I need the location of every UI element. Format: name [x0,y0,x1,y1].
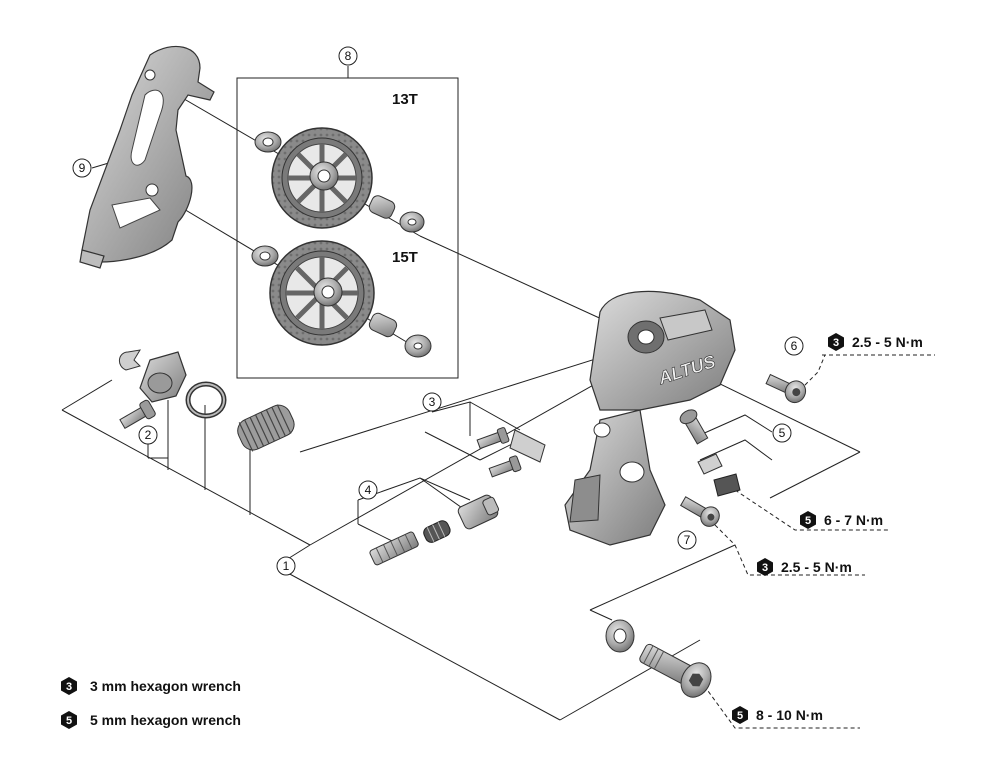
torque-tool-size: 3 [833,337,839,349]
torque-value: 2.5 - 5 N·m [852,334,923,350]
callout-7: 7 [677,530,697,550]
legend-tool-size: 5 [66,715,72,727]
guide-pulley-assembly [251,127,432,358]
torque-value: 2.5 - 5 N·m [781,559,852,575]
torque-spec-3: 3 2.5 - 5 N·m [757,558,852,576]
hex-wrench-icon [61,711,77,729]
callout-7-label: 7 [684,533,691,547]
callout-1: 1 [276,556,296,576]
mounting-bolt [605,619,712,698]
legend-tool-size: 3 [66,681,72,693]
hex-wrench-icon [732,706,748,724]
inner-plate-part [79,45,215,269]
derailleur-body: ALTUS [509,290,736,546]
hex-wrench-icon [828,333,844,351]
torque-value: 6 - 7 N·m [824,512,883,528]
callout-1-label: 1 [283,559,290,573]
callout-2-label: 2 [145,428,152,442]
pulley-kit-frame [236,77,459,379]
torque-tool-size: 3 [762,562,768,574]
callout-8: 8 [338,46,358,66]
legend-label: 3 mm hexagon wrench [90,678,241,694]
upper-pulley-teeth-label: 13T [392,91,418,108]
torque-leaders [699,354,935,729]
callout-2: 2 [138,425,158,445]
cable-adjuster [369,494,500,566]
legend-label: 5 mm hexagon wrench [90,712,241,728]
torque-spec-2: 5 6 - 7 N·m [800,511,883,529]
mounting-screw-7 [679,496,720,527]
torque-spec-1: 3 2.5 - 5 N·m [828,333,923,351]
callout-5: 5 [772,423,792,443]
legend: 3 3 mm hexagon wrench 5 5 mm hexagon wre… [61,677,241,729]
hex-wrench-icon [757,558,773,576]
torque-spec-4: 5 8 - 10 N·m [732,706,823,724]
lower-pulley-teeth-label: 15T [392,249,418,266]
callout-6: 6 [784,336,804,356]
hex-wrench-icon [61,677,77,695]
torque-tool-size: 5 [737,710,743,722]
legend-item-3mm: 3 3 mm hexagon wrench [61,677,241,695]
callout-3: 3 [422,392,442,412]
callout-4-label: 4 [365,483,372,497]
mounting-screw-6 [765,373,807,404]
cable-fixing-bolt [679,409,741,497]
hex-wrench-icon [800,511,816,529]
callout-9: 9 [72,158,92,178]
callout-4: 4 [358,480,378,500]
b-axle-parts [119,349,295,452]
torque-value: 8 - 10 N·m [756,707,823,723]
torque-tool-size: 5 [805,515,811,527]
adjust-screws [476,427,522,478]
callout-6-label: 6 [791,339,798,353]
callout-3-label: 3 [429,395,436,409]
callout-9-label: 9 [79,161,86,175]
legend-item-5mm: 5 5 mm hexagon wrench [61,711,241,729]
callout-5-label: 5 [779,426,786,440]
callout-8-label: 8 [345,49,352,63]
